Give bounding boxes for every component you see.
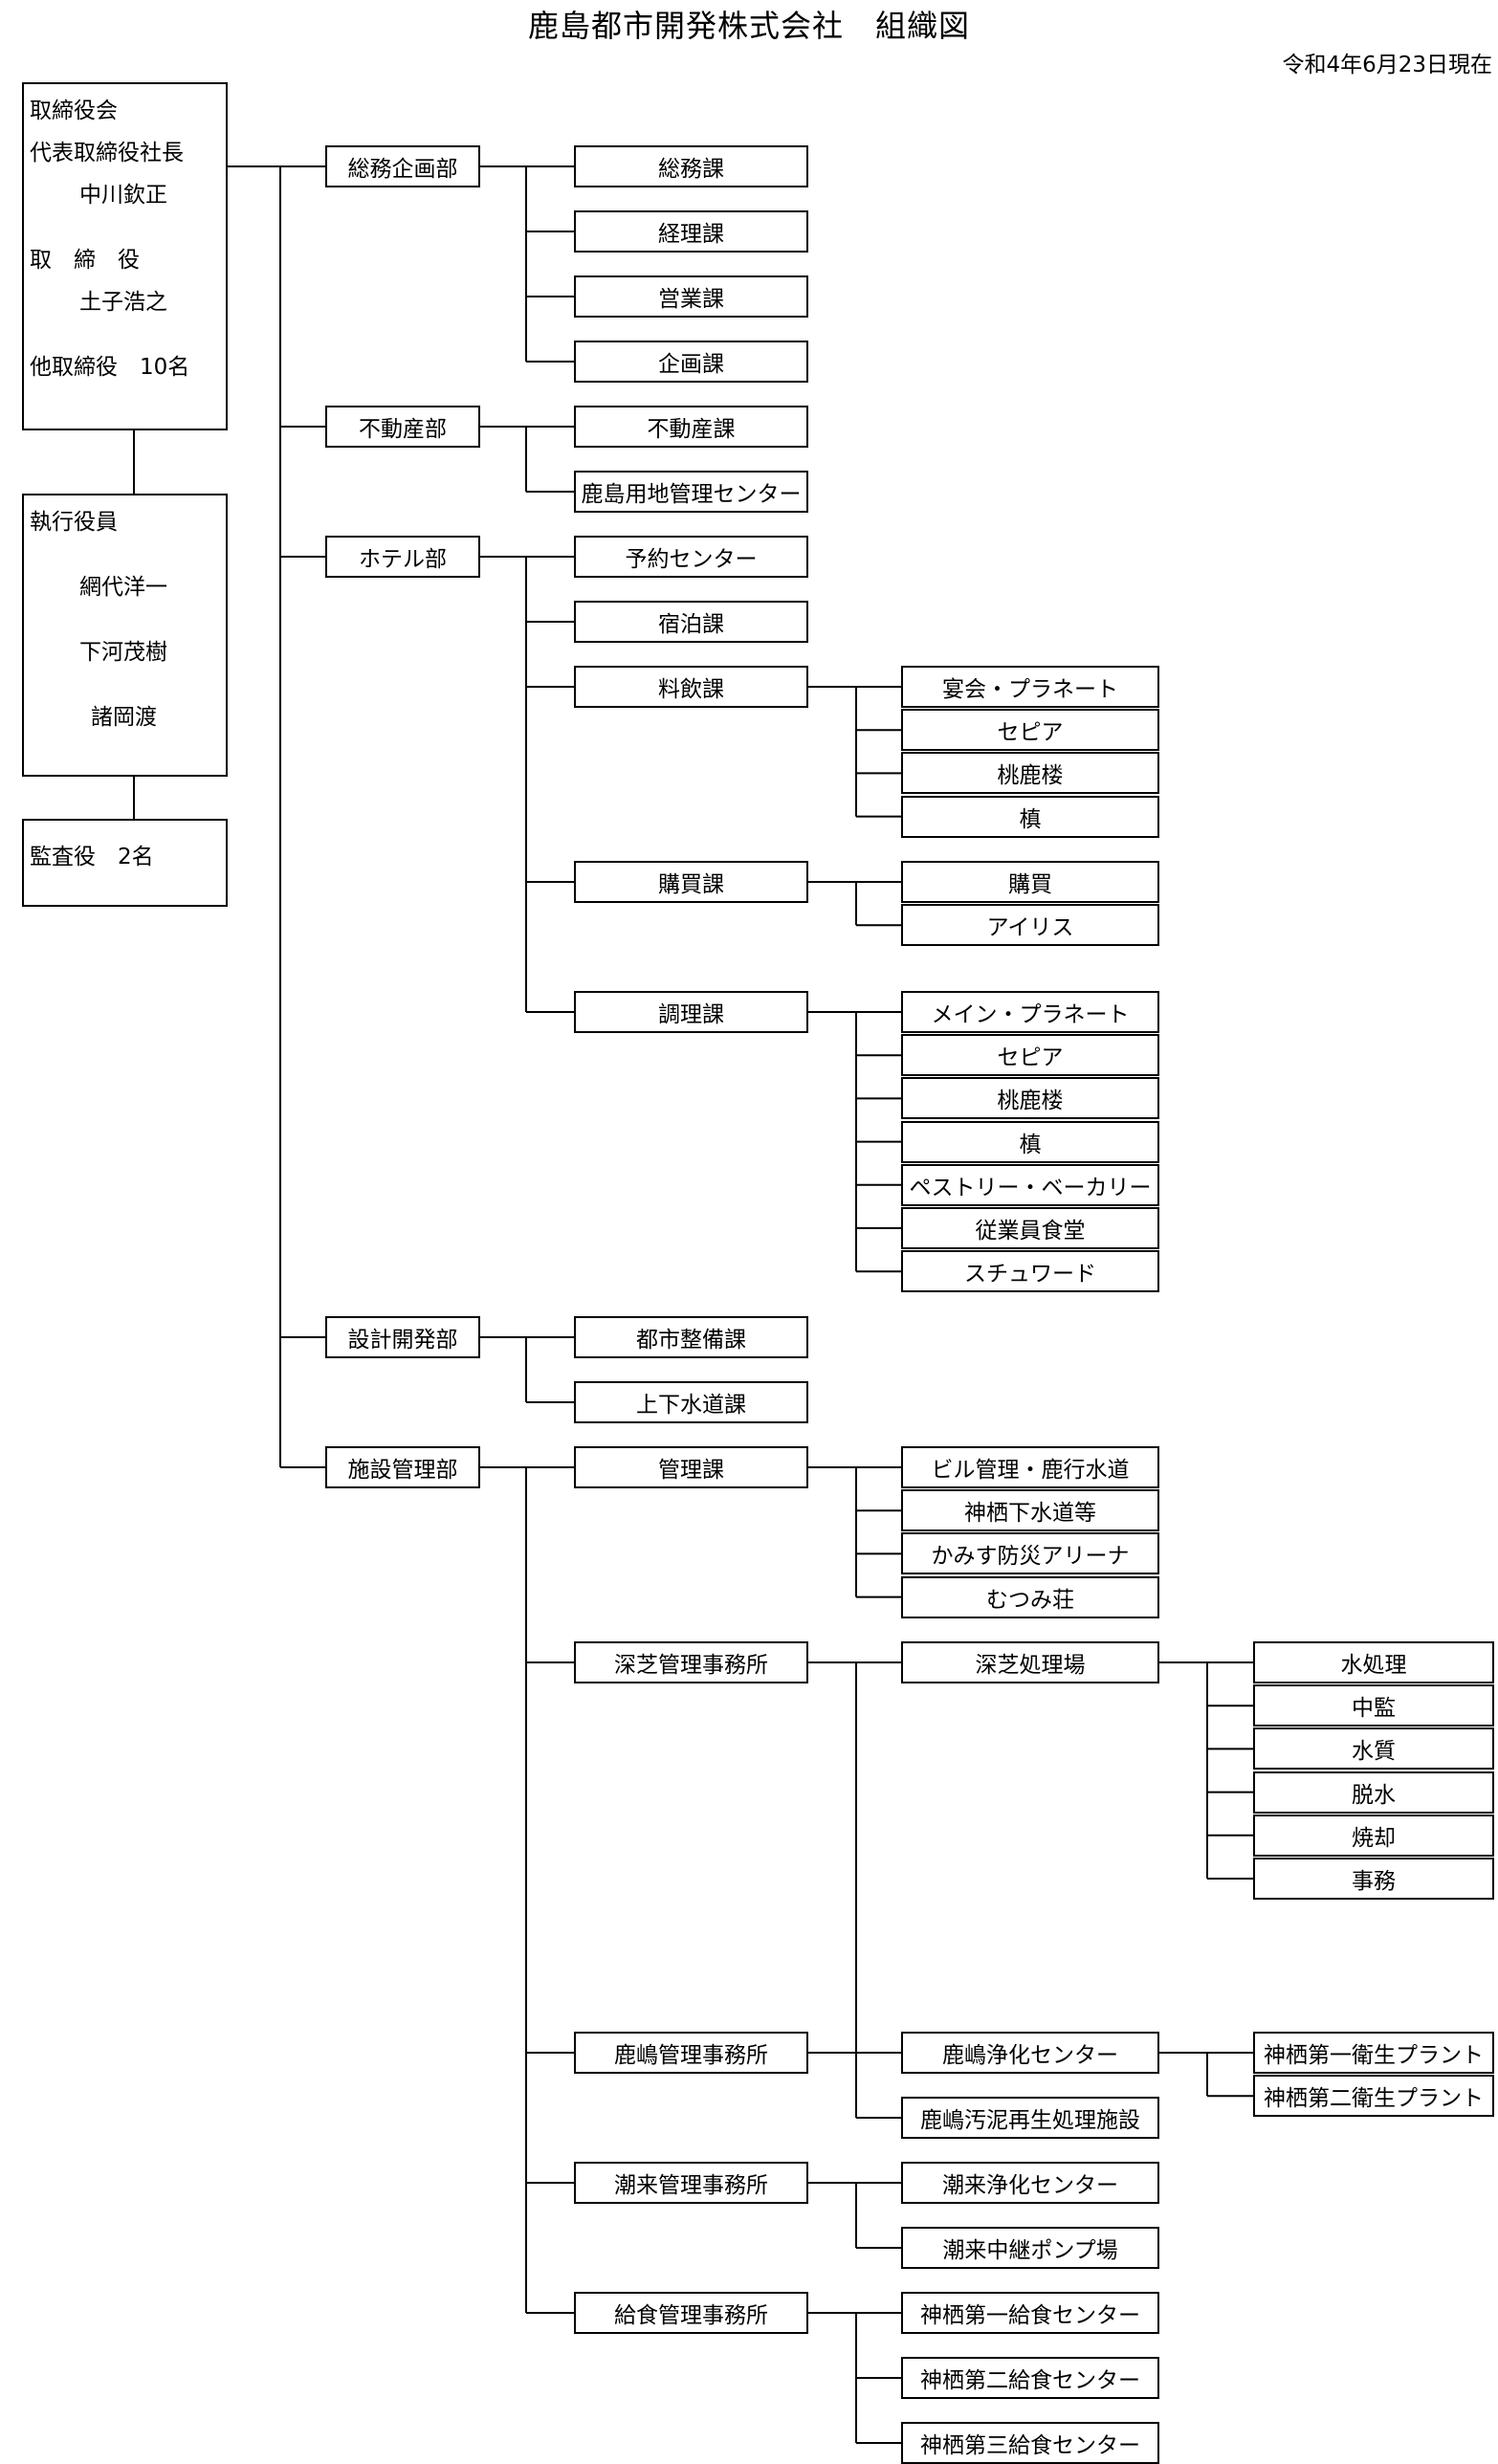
board-heading: 取締役会 [30,99,118,123]
unit-box: スチュワード [901,1250,1159,1293]
section-box: 深芝管理事務所 [574,1641,808,1683]
unit-box: ビル管理・鹿行水道 [901,1446,1159,1488]
unit-box: 神栖第三給食センター [901,2422,1159,2464]
sub-unit-box: 水処理 [1253,1641,1494,1683]
department-box: 設計開発部 [325,1316,480,1358]
section-box: 購買課 [574,861,808,903]
unit-box: ペストリー・ベーカリー [901,1163,1159,1206]
chart-title: 鹿島都市開発株式会社 組織図 [527,8,970,44]
section-box: 料飲課 [574,666,808,708]
unit-box: 神栖第一給食センター [901,2292,1159,2334]
unit-box: 神栖第二給食センター [901,2357,1159,2399]
unit-box: アイリス [901,904,1159,947]
section-box: 総務課 [574,145,808,187]
section-box: 宿泊課 [574,601,808,643]
president-name: 中川欽正 [79,183,167,208]
sub-unit-box: 脱水 [1253,1771,1494,1814]
sub-unit-box: 中監 [1253,1684,1494,1727]
unit-box: 購買 [901,861,1159,903]
auditors-box: 監査役 2名 [22,819,228,907]
unit-box: 深芝処理場 [901,1641,1159,1683]
sub-unit-box: 水質 [1253,1727,1494,1771]
director-title: 取 締 役 [30,248,140,273]
unit-box: 潮来浄化センター [901,2162,1159,2204]
department-box: 総務企画部 [325,145,480,187]
other-directors: 他取締役 10名 [30,355,190,380]
department-box: 施設管理部 [325,1446,480,1488]
section-box: 管理課 [574,1446,808,1488]
executive-heading: 執行役員 [30,510,118,535]
president-title: 代表取締役社長 [30,141,184,165]
board-of-directors-box: 取締役会 代表取締役社長 中川欽正 取 締 役 土子浩之 他取締役 10名 [22,82,228,430]
section-box: 給食管理事務所 [574,2292,808,2334]
unit-box: 宴会・プラネート [901,666,1159,708]
section-box: 営業課 [574,275,808,318]
section-box: 潮来管理事務所 [574,2162,808,2204]
executive-member: 諸岡渡 [91,705,157,730]
executive-member: 下河茂樹 [79,640,167,665]
section-box: 予約センター [574,536,808,578]
section-box: 不動産課 [574,406,808,448]
section-box: 都市整備課 [574,1316,808,1358]
director-name: 土子浩之 [79,290,167,315]
section-box: 上下水道課 [574,1381,808,1423]
unit-box: 桃鹿楼 [901,752,1159,795]
unit-box: かみす防災アリーナ [901,1532,1159,1575]
as-of-date: 令和4年6月23日現在 [1282,53,1492,77]
section-box: 調理課 [574,991,808,1033]
executive-officers-box: 執行役員 網代洋一 下河茂樹 諸岡渡 [22,494,228,777]
unit-box: むつみ荘 [901,1575,1159,1618]
unit-box: 従業員食堂 [901,1207,1159,1249]
unit-box: メイン・プラネート [901,991,1159,1033]
unit-box: 鹿嶋浄化センター [901,2032,1159,2074]
sub-unit-box: 事務 [1253,1858,1494,1900]
unit-box: セピア [901,1034,1159,1077]
department-box: 不動産部 [325,406,480,448]
department-box: ホテル部 [325,536,480,578]
sub-unit-box: 神栖第二衛生プラント [1253,2075,1494,2118]
unit-box: 神栖下水道等 [901,1489,1159,1532]
unit-box: 潮来中継ポンプ場 [901,2227,1159,2269]
unit-box: 鹿嶋汚泥再生処理施設 [901,2097,1159,2139]
section-box: 鹿島用地管理センター [574,471,808,513]
auditors-label: 監査役 2名 [30,845,154,869]
section-box: 企画課 [574,341,808,383]
unit-box: セピア [901,709,1159,752]
section-box: 鹿嶋管理事務所 [574,2032,808,2074]
sub-unit-box: 焼却 [1253,1814,1494,1857]
section-box: 経理課 [574,210,808,253]
unit-box: 桃鹿楼 [901,1077,1159,1120]
executive-member: 網代洋一 [79,575,167,600]
unit-box: 槙 [901,795,1159,838]
sub-unit-box: 神栖第一衛生プラント [1253,2032,1494,2074]
unit-box: 槙 [901,1120,1159,1163]
